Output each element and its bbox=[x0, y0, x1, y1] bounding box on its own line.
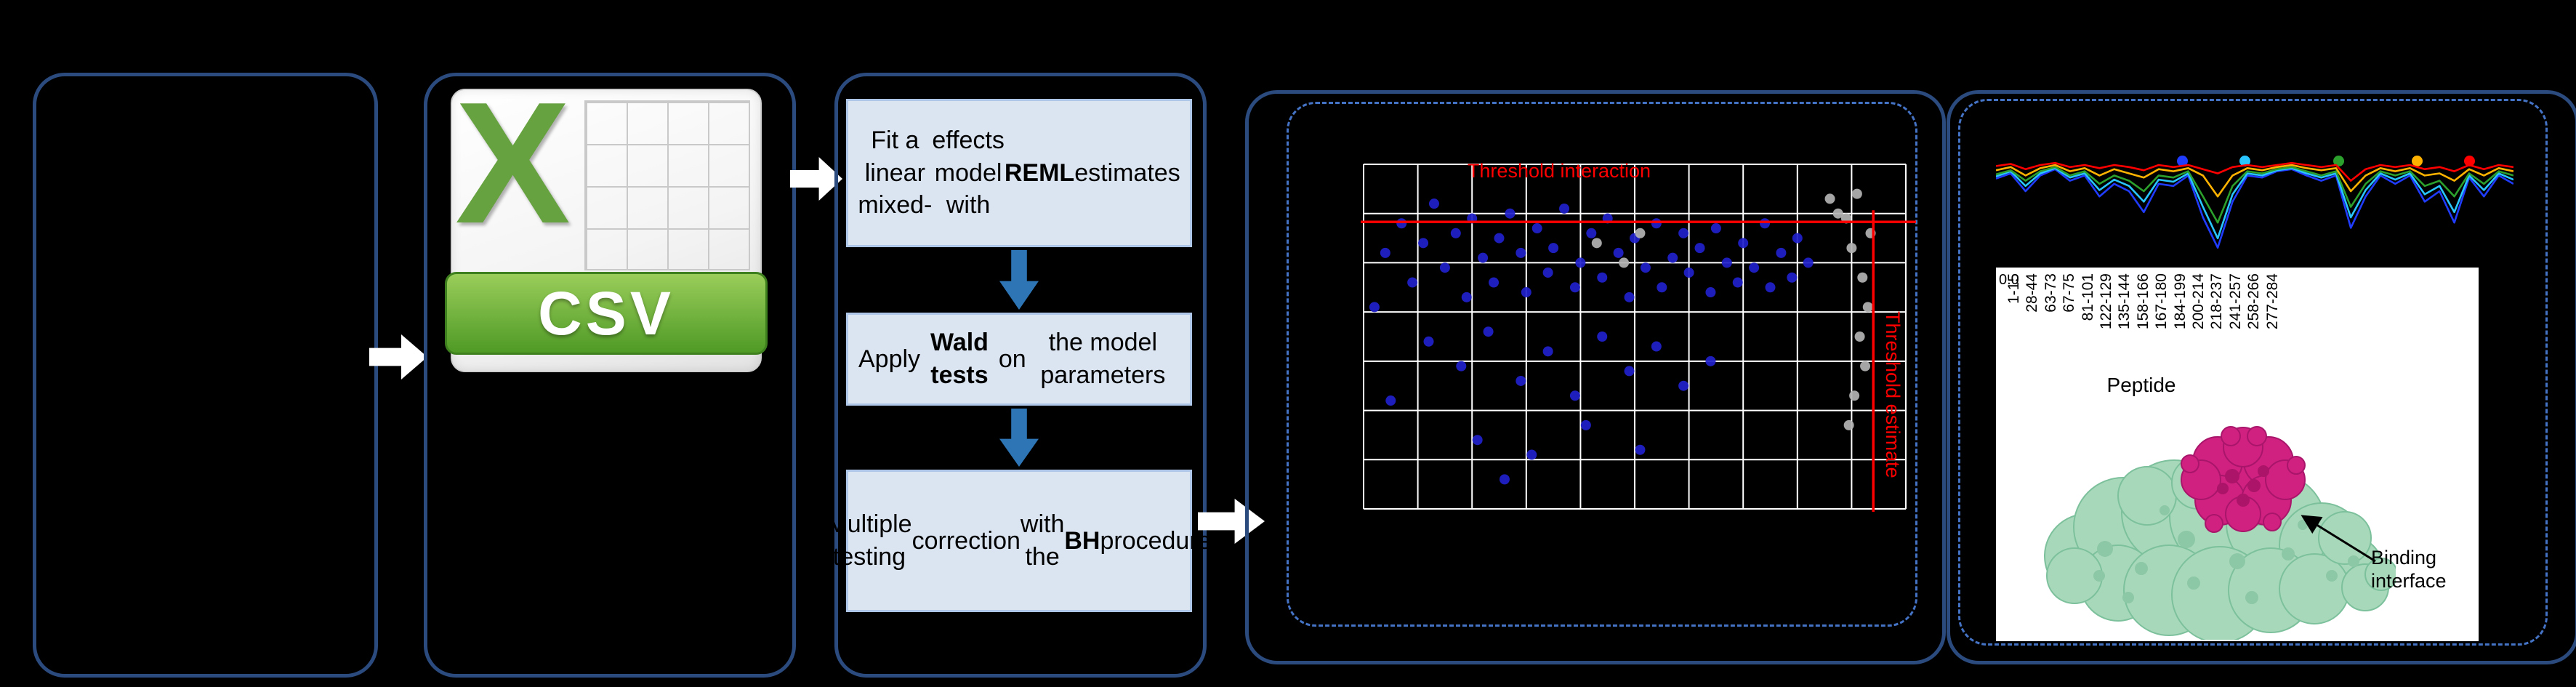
arrow-right-icon-1 bbox=[369, 334, 427, 379]
volcano-dashed-group bbox=[1287, 102, 1917, 627]
peptide-tick-label: 241-257 bbox=[2226, 273, 2244, 330]
y-axis-tick-label: 0.0 bbox=[1999, 272, 2019, 288]
uptake-line-chart bbox=[1996, 161, 2513, 249]
input-panel bbox=[33, 73, 378, 678]
binding-interface-label: Binding interface bbox=[2371, 547, 2447, 592]
scatter-chart-svg bbox=[1361, 164, 1916, 512]
peptide-axis-title: Peptide bbox=[2106, 374, 2176, 396]
volcano-panel bbox=[1245, 90, 1946, 664]
peptide-tick-label: 67-75 bbox=[2061, 273, 2078, 313]
peptide-tick-label: 277-284 bbox=[2263, 273, 2281, 330]
legend-dot bbox=[2464, 156, 2475, 166]
threshold-scatter-plot bbox=[1361, 164, 1916, 512]
binding-interface-texture bbox=[2217, 465, 2269, 507]
peptide-tick-label: 167-180 bbox=[2153, 273, 2170, 330]
legend-dot bbox=[2239, 156, 2250, 166]
excel-x-letter: X bbox=[455, 67, 571, 260]
hdx-dashed-group bbox=[1958, 99, 2548, 646]
peptide-tick-label: 1-15 bbox=[2005, 273, 2022, 305]
peptide-tick-label: 81-101 bbox=[2079, 273, 2096, 321]
peptide-tick-label: 184-199 bbox=[2171, 273, 2189, 330]
legend-dot bbox=[2412, 156, 2423, 166]
peptide-tick-label: 28-44 bbox=[2024, 273, 2041, 313]
binding-interface-region bbox=[2181, 426, 2306, 533]
csv-panel bbox=[424, 73, 796, 678]
threshold-interaction-label: Threshold interaction bbox=[1467, 160, 1651, 182]
peptide-tick-label: 218-237 bbox=[2208, 273, 2226, 330]
peptide-tick-label: 122-129 bbox=[2098, 273, 2114, 330]
spreadsheet-grid bbox=[584, 100, 750, 270]
legend-dot bbox=[2177, 156, 2188, 166]
binding-arrow bbox=[2301, 515, 2376, 563]
stats-panel bbox=[834, 73, 1207, 678]
peptide-tick-label: 158-166 bbox=[2134, 273, 2152, 330]
threshold-estimate-label: Threshold estimate bbox=[1882, 311, 1904, 478]
peptide-tick-label: 135-144 bbox=[2116, 273, 2133, 330]
csv-banner-label: CSV bbox=[445, 272, 768, 355]
peptide-tick-label: 63-73 bbox=[2042, 273, 2059, 313]
protein-structure bbox=[2044, 426, 2396, 640]
legend-dot bbox=[2333, 156, 2344, 166]
peptide-tick-label: 200-214 bbox=[2190, 273, 2207, 330]
peptide-tick-label: 258-266 bbox=[2245, 273, 2263, 330]
csv-file-icon: X CSV bbox=[445, 67, 768, 372]
timepoint-legend bbox=[1996, 154, 2513, 170]
